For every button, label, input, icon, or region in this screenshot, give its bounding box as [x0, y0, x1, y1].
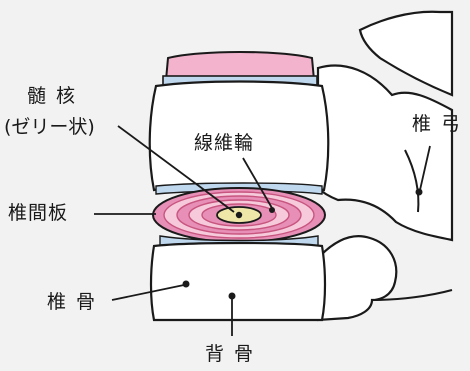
- nucleus-dot: [236, 212, 242, 218]
- nucleus-label: 髄 核: [27, 87, 77, 106]
- vertebral-arch-lower: [318, 236, 396, 320]
- vertebra-label: 椎 骨: [47, 293, 97, 312]
- lower-vertebral-body: [151, 243, 325, 320]
- spine-label: 背 骨: [205, 345, 255, 364]
- disc-label: 椎間板: [8, 204, 68, 223]
- vertebra-point-dot: [183, 281, 190, 288]
- vertebral-arch-upper: [318, 66, 452, 240]
- arch-point-dot: [416, 189, 423, 196]
- nucleus-note-label: (ゼリー状): [4, 118, 95, 137]
- arch-label: 椎 弓: [412, 115, 462, 134]
- annulus-label: 線維輪: [194, 134, 254, 153]
